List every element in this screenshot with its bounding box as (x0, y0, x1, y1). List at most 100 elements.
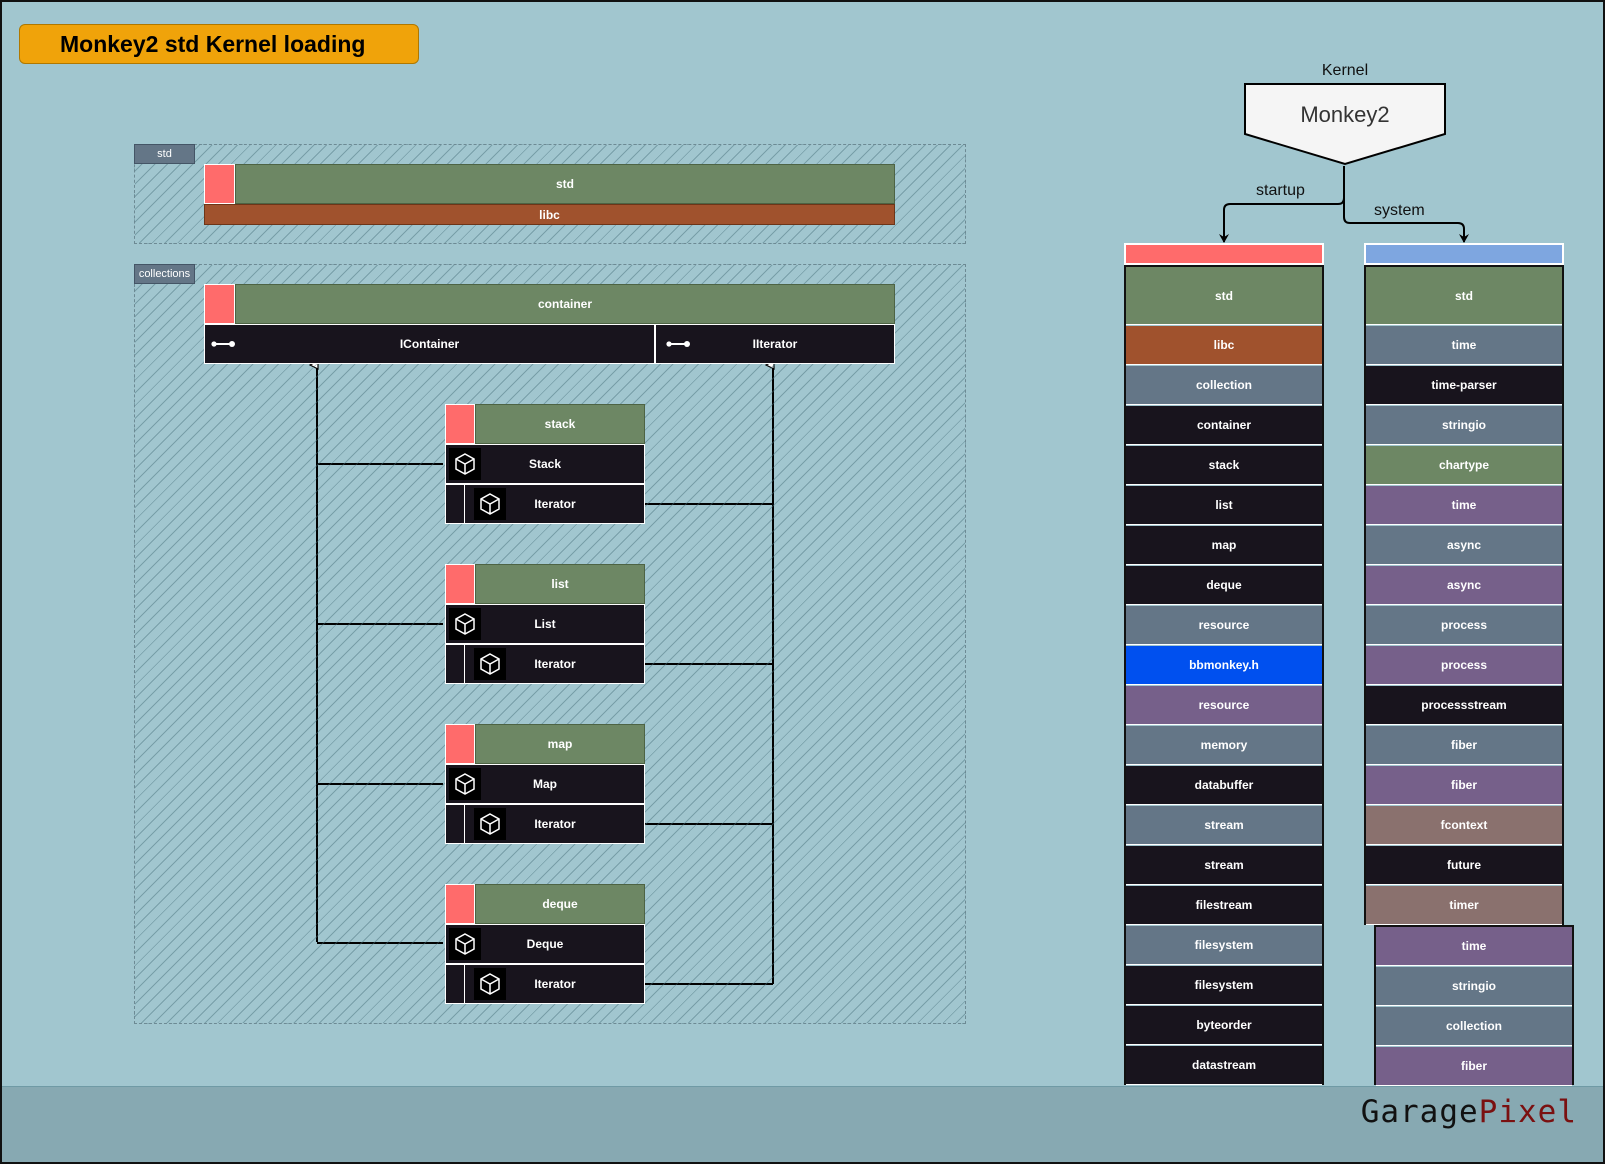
interface-icon (211, 337, 235, 351)
module-marker (445, 404, 475, 444)
startup-column-header (1124, 243, 1324, 265)
deque-class-label: Deque (526, 937, 564, 951)
std-group-tag: std (134, 144, 195, 164)
deque-class: Deque (445, 924, 645, 964)
startup-column-item: filesystem (1126, 966, 1322, 1005)
map-class-label: Map (533, 777, 557, 791)
list-block: list List Iterator (445, 564, 645, 684)
list-iterator-label: Iterator (534, 657, 576, 671)
startup-column-item: datastream (1126, 1046, 1322, 1085)
startup-column-item: container (1126, 406, 1322, 445)
brand-part1: Garage (1360, 1094, 1479, 1130)
module-marker (445, 884, 475, 924)
icontainer-label: IContainer (399, 337, 460, 351)
map-module: map (475, 724, 645, 764)
libc-module: libc (204, 204, 895, 225)
startup-column-item: deque (1126, 566, 1322, 605)
stack-iterator-label: Iterator (534, 497, 576, 511)
map-block: map Map Iterator (445, 724, 645, 844)
stack-module: stack (475, 404, 645, 444)
class-cube-icon (449, 928, 481, 960)
map-iterator: Iterator (445, 804, 645, 844)
list-class: List (445, 604, 645, 644)
list-iterator: Iterator (445, 644, 645, 684)
system-column-item: chartype (1366, 446, 1562, 485)
brand-part2: Pixel (1478, 1094, 1577, 1130)
nested-divider (464, 645, 465, 683)
class-cube-icon (449, 448, 481, 480)
system-column-item: async (1366, 526, 1562, 565)
nested-divider (464, 965, 465, 1003)
kernel-shape (1244, 83, 1446, 166)
map-class: Map (445, 764, 645, 804)
icontainer-interface: IContainer (204, 324, 655, 364)
startup-column-item: stream (1126, 846, 1322, 885)
nested-divider (464, 805, 465, 843)
startup-column-item: memory (1126, 726, 1322, 765)
system-column-item: fiber (1366, 766, 1562, 805)
brand-logo: GaragePixel (1361, 1094, 1577, 1130)
stack-class-label: Stack (528, 457, 562, 471)
system-column-item: async (1366, 566, 1562, 605)
startup-column-item: bbmonkey.h (1126, 646, 1322, 685)
startup-edge (1219, 166, 1345, 243)
module-marker (445, 564, 475, 604)
system-column-item: process (1366, 606, 1562, 645)
iiterator-label: IIterator (752, 337, 798, 351)
system-column-header (1364, 243, 1564, 265)
container-module: container (235, 284, 895, 324)
startup-column-item: resource (1126, 686, 1322, 725)
startup-column-item: std (1126, 267, 1322, 325)
std-module-marker (204, 164, 235, 204)
deque-iterator-label: Iterator (534, 977, 576, 991)
class-cube-icon (449, 608, 481, 640)
kernel-caption: Kernel (1321, 62, 1369, 79)
startup-column-item: filestream (1126, 886, 1322, 925)
startup-column-item: list (1126, 486, 1322, 525)
std-module: std (235, 164, 895, 204)
startup-column-item: resource (1126, 606, 1322, 645)
iiterator-interface: IIterator (655, 324, 895, 364)
class-cube-icon (474, 808, 506, 840)
collections-group-tag: collections (134, 264, 195, 284)
stack-class: Stack (445, 444, 645, 484)
system-sub-column-item: fiber (1376, 1047, 1572, 1086)
system-column-item: process (1366, 646, 1562, 685)
startup-edge-label: startup (1256, 182, 1305, 199)
system-edge-label: system (1374, 202, 1425, 219)
class-cube-icon (449, 768, 481, 800)
startup-column-item: databuffer (1126, 766, 1322, 805)
system-column-item: timer (1366, 886, 1562, 925)
class-cube-icon (474, 648, 506, 680)
stack-block: stack Stack Iterator (445, 404, 645, 524)
list-module: list (475, 564, 645, 604)
system-sub-column-item: collection (1376, 1007, 1572, 1046)
list-class-label: List (534, 617, 556, 631)
kernel-name: Monkey2 (1300, 102, 1390, 127)
deque-iterator: Iterator (445, 964, 645, 1004)
stack-iterator: Iterator (445, 484, 645, 524)
deque-block: deque Deque Iterator (445, 884, 645, 1004)
startup-column-item: map (1126, 526, 1322, 565)
system-column-item: fiber (1366, 726, 1562, 765)
system-edge (1343, 166, 1469, 243)
system-sub-column-item: stringio (1376, 967, 1572, 1006)
system-column-item: std (1366, 267, 1562, 325)
module-marker (445, 724, 475, 764)
startup-column-item: collection (1126, 366, 1322, 405)
startup-column-item: stream (1126, 806, 1322, 845)
nested-divider (464, 485, 465, 523)
class-cube-icon (474, 488, 506, 520)
system-column-item: time (1366, 486, 1562, 525)
system-column-item: time (1366, 326, 1562, 365)
deque-module: deque (475, 884, 645, 924)
startup-column-item: libc (1126, 326, 1322, 365)
system-column-item: processstream (1366, 686, 1562, 725)
startup-column-item: filesystem (1126, 926, 1322, 965)
system-column-item: stringio (1366, 406, 1562, 445)
interface-icon (666, 337, 690, 351)
